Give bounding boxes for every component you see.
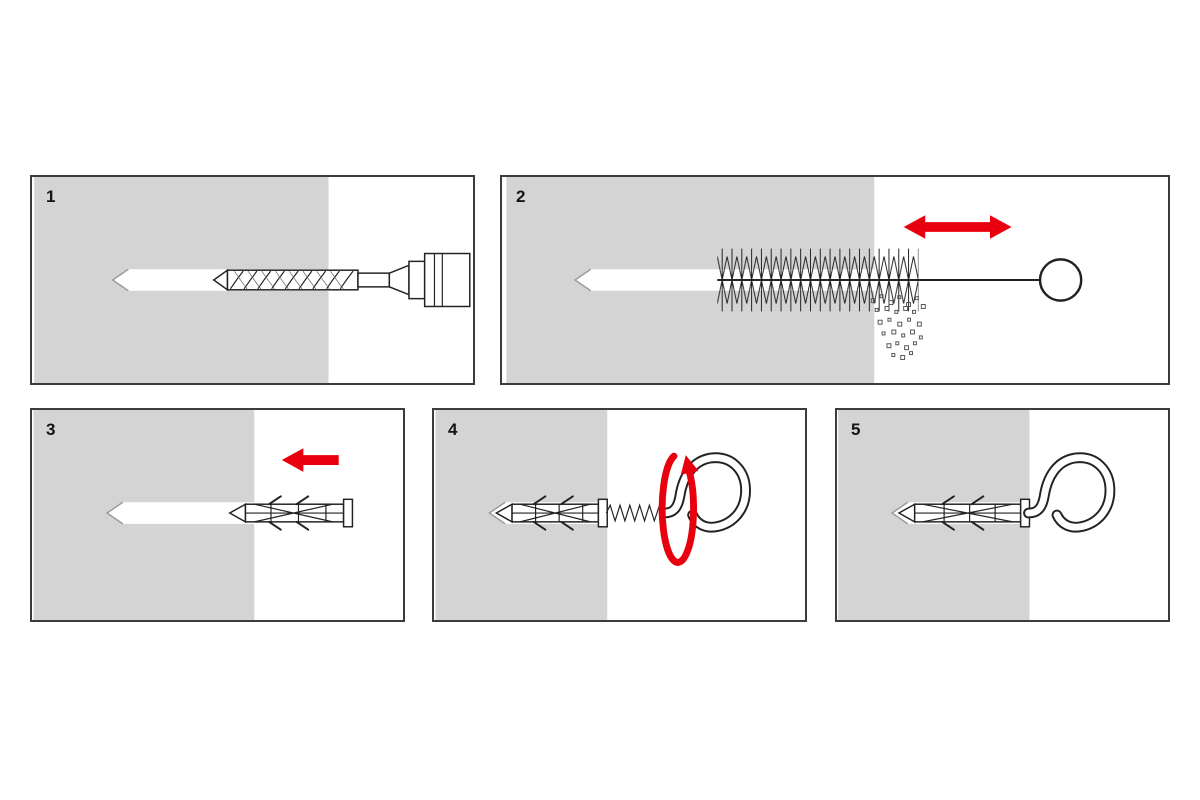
hole-bottom-chevron — [105, 501, 124, 525]
hole-bottom-chevron — [111, 268, 129, 292]
back-and-forth-arrow — [903, 215, 1012, 239]
anchor-insert-illustration — [33, 410, 354, 620]
finished-hook-illustration — [838, 410, 1116, 620]
hole-bottom-chevron — [573, 268, 592, 292]
step-number: 5 — [851, 420, 861, 439]
step-number: 3 — [46, 420, 56, 439]
step-number: 2 — [516, 187, 526, 206]
brush-cleaning-illustration — [506, 177, 1083, 383]
brush-handle-ring — [1038, 258, 1083, 302]
hole-bottom-chevron — [890, 501, 909, 525]
push-in-arrow — [281, 448, 339, 472]
hook — [658, 452, 751, 533]
drill-illustration — [34, 177, 471, 383]
screw-hook-illustration — [435, 410, 751, 620]
step-panel-4: 4 — [432, 408, 807, 622]
hook — [1023, 452, 1116, 533]
rotation-arrow — [658, 452, 699, 566]
step-panel-5: 5 — [835, 408, 1170, 622]
cleaning-brush — [717, 248, 1083, 312]
dust-particles — [870, 294, 926, 360]
drilled-hole — [107, 502, 255, 524]
wall-anchor — [228, 495, 354, 531]
step-panel-3: 3 — [30, 408, 405, 622]
step-panel-1: 1 — [30, 175, 475, 385]
drill-bit — [212, 268, 391, 292]
wall-anchor — [494, 495, 608, 531]
step-number: 4 — [448, 420, 458, 439]
hole-bottom-chevron — [488, 501, 506, 525]
screw-thread — [605, 503, 665, 523]
drill-chuck — [388, 252, 471, 308]
step-panel-2: 2 — [500, 175, 1170, 385]
step-number: 1 — [46, 187, 56, 206]
